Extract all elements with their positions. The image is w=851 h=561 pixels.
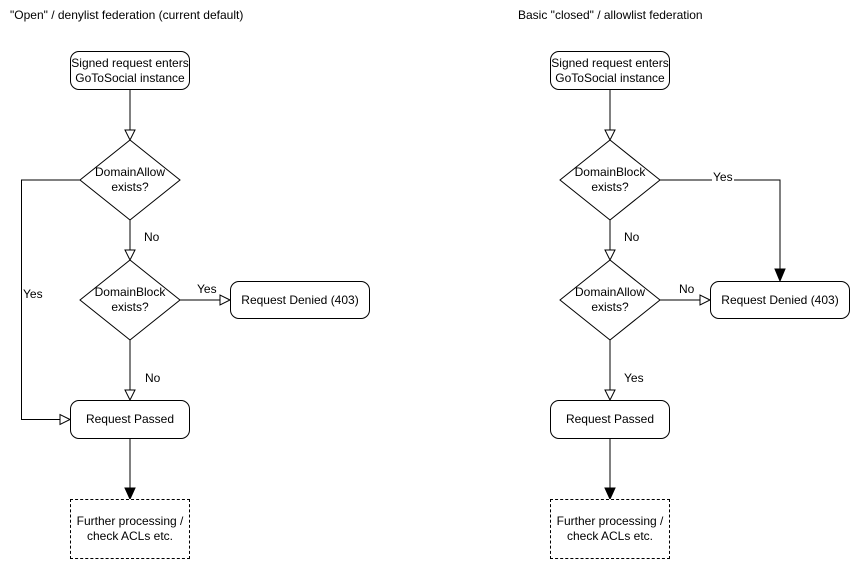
arrowhead-open-down-icon (604, 129, 616, 142)
edge-domainallow-yes-to-passed (21, 179, 80, 426)
left-edge-label-no: No (143, 230, 161, 244)
decision-domainblock-shape (79, 259, 181, 341)
left-request-passed-node: Request Passed (70, 400, 190, 439)
arrowhead-open-right-icon (59, 413, 72, 426)
left-edge-label-no: No (144, 371, 162, 385)
arrowhead-open-down-icon (604, 389, 616, 402)
arrowhead-filled-down-icon (604, 487, 616, 501)
arrowhead-open-down-icon (124, 129, 136, 142)
decision-domainallow-shape (79, 139, 181, 221)
left-further-processing-node: Further processing / check ACLs etc. (70, 499, 190, 559)
right-decision-domainblock-label: DomainBlock exists? (574, 165, 646, 194)
edge-domainblock-no-to-passed (124, 340, 136, 402)
right-request-denied-node: Request Denied (403) (710, 281, 850, 319)
arrowhead-filled-down-icon (124, 487, 136, 501)
arrowhead-open-right-icon (699, 294, 712, 306)
edge-domainblock-no-to-domainallow (604, 220, 616, 262)
edge-domainallow-no-to-denied (660, 294, 712, 306)
edge-start-to-domainblock (604, 90, 616, 142)
left-start-node: Signed request enters GoToSocial instanc… (70, 51, 190, 90)
right-decision-domainallow-label: DomainAllow exists? (574, 285, 646, 314)
right-start-node: Signed request enters GoToSocial instanc… (550, 51, 670, 90)
edge-domainblock-yes-to-denied (180, 294, 232, 306)
right-edge-label-no: No (623, 230, 641, 244)
right-chart-title: Basic "closed" / allowlist federation (518, 8, 703, 22)
right-further-processing-node: Further processing / check ACLs etc. (550, 499, 670, 559)
edge-passed-to-further (124, 439, 136, 501)
edge-domainblock-yes-to-denied (660, 179, 786, 283)
arrowhead-open-right-icon (219, 294, 232, 306)
decision-domainallow-shape (559, 259, 661, 341)
arrowhead-open-down-icon (124, 249, 136, 262)
arrowhead-open-down-icon (124, 389, 136, 402)
left-edge-label-yes: Yes (22, 287, 44, 301)
left-decision-domainblock-label: DomainBlock exists? (94, 285, 166, 314)
right-edge-label-yes: Yes (712, 170, 734, 184)
decision-domainblock-shape (559, 139, 661, 221)
arrowhead-filled-down-icon (774, 268, 786, 283)
edge-domainallow-yes-to-passed (604, 340, 616, 402)
edge-passed-to-further (604, 439, 616, 501)
edge-domainallow-no-to-domainblock (124, 220, 136, 262)
right-edge-label-no: No (678, 282, 696, 296)
left-edge-label-yes: Yes (196, 282, 218, 296)
left-request-denied-node: Request Denied (403) (230, 281, 370, 319)
left-chart-title: "Open" / denylist federation (current de… (10, 8, 244, 22)
left-decision-domainallow-label: DomainAllow exists? (94, 165, 166, 194)
arrowhead-open-down-icon (604, 249, 616, 262)
edge-start-to-domainallow (124, 90, 136, 142)
right-edge-label-yes: Yes (623, 371, 645, 385)
right-request-passed-node: Request Passed (550, 400, 670, 439)
